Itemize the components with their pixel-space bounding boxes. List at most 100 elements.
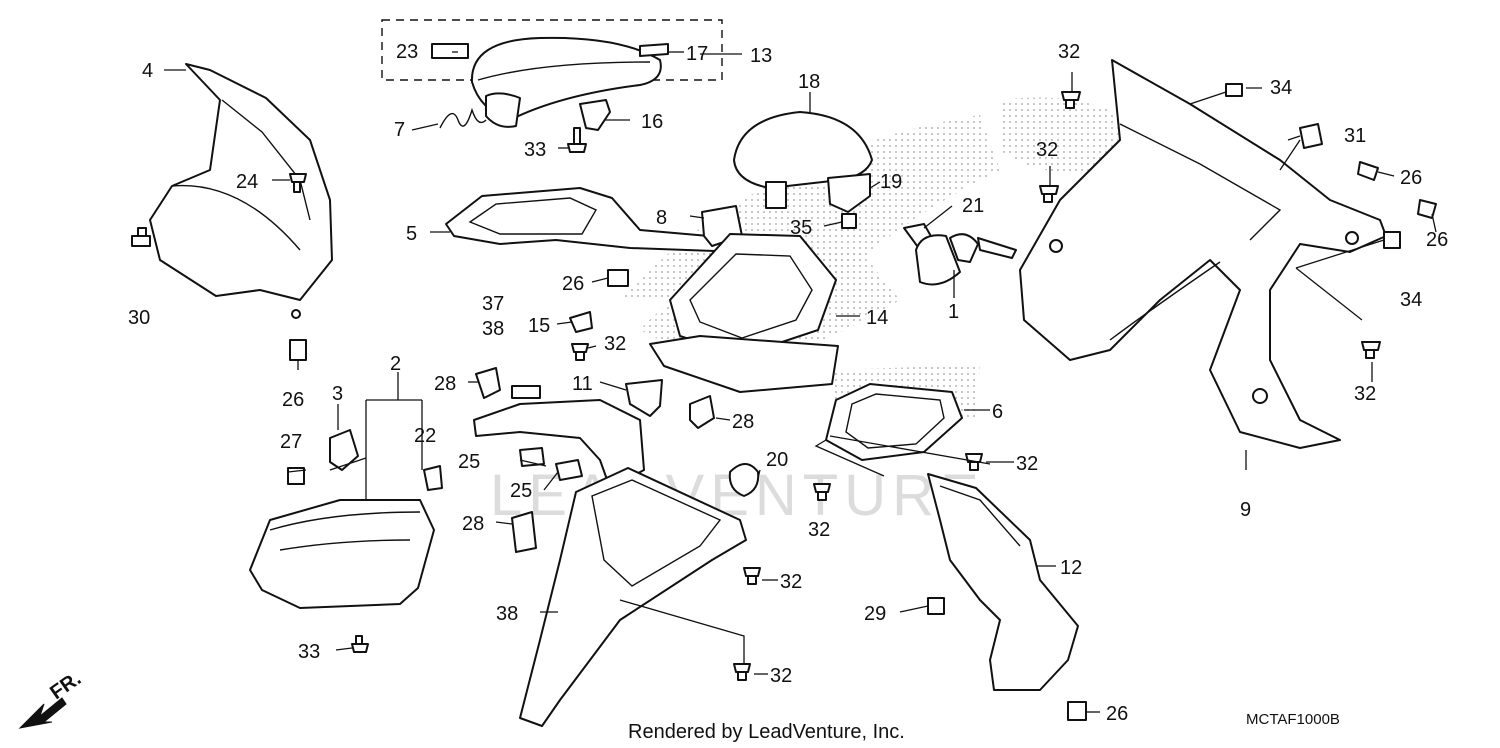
part-26-clip-center xyxy=(607,269,629,287)
part-32-screw-right-top xyxy=(1061,91,1081,109)
callout-34-top: 34 xyxy=(1270,77,1292,99)
callout-26-left: 26 xyxy=(282,389,304,411)
part-23-seal xyxy=(431,43,469,59)
part-33-screw-lower xyxy=(351,635,369,653)
part-32-screw-right-low xyxy=(1361,341,1381,359)
callout-20: 20 xyxy=(766,449,788,471)
callout-32-right-top: 32 xyxy=(1058,41,1080,63)
callout-19: 19 xyxy=(880,171,902,193)
part-26-clip-right-b xyxy=(1417,199,1437,219)
callout-4: 4 xyxy=(142,60,153,82)
callout-21: 21 xyxy=(962,195,984,217)
callout-32-right-mid: 32 xyxy=(1036,139,1058,161)
part-26-clip-bottom xyxy=(1067,701,1087,721)
part-25-clip-b xyxy=(555,459,583,481)
part-7-wire xyxy=(439,107,487,129)
callout-32-box6: 32 xyxy=(1016,453,1038,475)
part-28-clip-left xyxy=(475,367,501,399)
part-17-seal xyxy=(639,43,669,57)
part-32-screw-right-mid xyxy=(1039,185,1059,203)
callout-24: 24 xyxy=(236,171,258,193)
callout-15: 15 xyxy=(528,315,550,337)
part-35-screw xyxy=(841,213,857,229)
callout-26-center: 26 xyxy=(562,273,584,295)
callout-8: 8 xyxy=(656,207,667,229)
callout-labels: 13 23 17 4 7 16 33 18 24 5 8 19 21 35 1 … xyxy=(128,41,1448,725)
part-32-screw-6b xyxy=(813,483,831,501)
part-19-hinge xyxy=(827,173,871,213)
callout-6: 6 xyxy=(992,401,1003,423)
callout-23: 23 xyxy=(396,41,418,63)
callout-30: 30 xyxy=(128,307,150,329)
callout-2: 2 xyxy=(390,353,401,375)
part-38-inner-fender xyxy=(519,467,747,727)
part-32-screw-lower-a xyxy=(743,567,761,585)
callout-32-fender-b: 32 xyxy=(770,665,792,687)
callout-32-fender-a: 32 xyxy=(780,571,802,593)
part-34-bolt-right xyxy=(1383,231,1401,249)
part-31-grommet xyxy=(1299,123,1323,149)
callout-26-bottom: 26 xyxy=(1106,703,1128,725)
part-37-label xyxy=(511,385,541,399)
callout-18: 18 xyxy=(798,71,820,93)
callout-28-left: 28 xyxy=(434,373,456,395)
callout-7: 7 xyxy=(394,119,405,141)
part-20-grommet xyxy=(728,463,760,497)
callout-35: 35 xyxy=(790,217,812,239)
diagram-code: MCTAF1000B xyxy=(1246,711,1340,728)
callout-14: 14 xyxy=(866,307,888,329)
part-2-helmet-box xyxy=(249,499,435,609)
part-33-screw-upper xyxy=(567,127,587,153)
callout-26-right-b: 26 xyxy=(1426,229,1448,251)
callout-28-center: 28 xyxy=(732,411,754,433)
callout-31: 31 xyxy=(1344,125,1366,147)
callout-11: 11 xyxy=(572,373,593,395)
callout-3: 3 xyxy=(332,383,343,405)
part-24-screw xyxy=(289,173,307,193)
callout-17: 17 xyxy=(686,43,708,65)
front-label: FR. xyxy=(46,668,85,705)
callout-5: 5 xyxy=(406,223,417,245)
part-9-rear-fender xyxy=(1019,59,1387,449)
callout-27: 27 xyxy=(280,431,302,453)
callout-16: 16 xyxy=(641,111,663,133)
callout-37: 37 xyxy=(482,293,504,315)
part-18-lid xyxy=(733,111,873,189)
front-direction-indicator: FR. xyxy=(18,668,85,729)
part-3-bracket xyxy=(329,429,359,471)
part-22-clip xyxy=(423,465,443,491)
callout-32-right-low: 32 xyxy=(1354,383,1376,405)
part-11-bracket xyxy=(625,379,663,417)
footer-credit: Rendered by LeadVenture, Inc. xyxy=(628,721,905,743)
part-16-latch xyxy=(579,99,611,131)
callout-29: 29 xyxy=(864,603,886,625)
callout-38-lower: 38 xyxy=(496,603,518,625)
part-30-bolt xyxy=(131,227,151,247)
callout-32-box6-lower: 32 xyxy=(808,519,830,541)
part-12-lower-panel xyxy=(927,473,1079,691)
part-13-lid-assembly xyxy=(470,36,662,128)
callout-33-lower: 33 xyxy=(298,641,320,663)
front-arrow-icon xyxy=(18,697,67,729)
part-28-clip-center xyxy=(689,395,715,429)
part-26-clip-right-a xyxy=(1357,161,1379,181)
callout-38-upper: 38 xyxy=(482,318,504,340)
callout-13: 13 xyxy=(750,45,772,67)
part-15-clip xyxy=(569,311,593,333)
callout-25-a: 25 xyxy=(458,451,480,473)
part-32-screw-center xyxy=(571,343,589,361)
part-13-group-box xyxy=(381,19,723,81)
callout-25-b: 25 xyxy=(510,480,532,502)
callout-22: 22 xyxy=(414,425,436,447)
part-29-bolt xyxy=(927,597,945,615)
leader-lines xyxy=(164,51,1437,713)
part-34-bolt-top xyxy=(1225,83,1243,97)
callout-1: 1 xyxy=(948,301,959,323)
part-28-clip-lower xyxy=(511,511,537,553)
part-32-screw-lower-b xyxy=(733,663,751,681)
part-4-side-cover xyxy=(149,63,333,301)
callout-34-right: 34 xyxy=(1400,289,1422,311)
callout-26-right-a: 26 xyxy=(1400,167,1422,189)
callout-9: 9 xyxy=(1240,499,1251,521)
